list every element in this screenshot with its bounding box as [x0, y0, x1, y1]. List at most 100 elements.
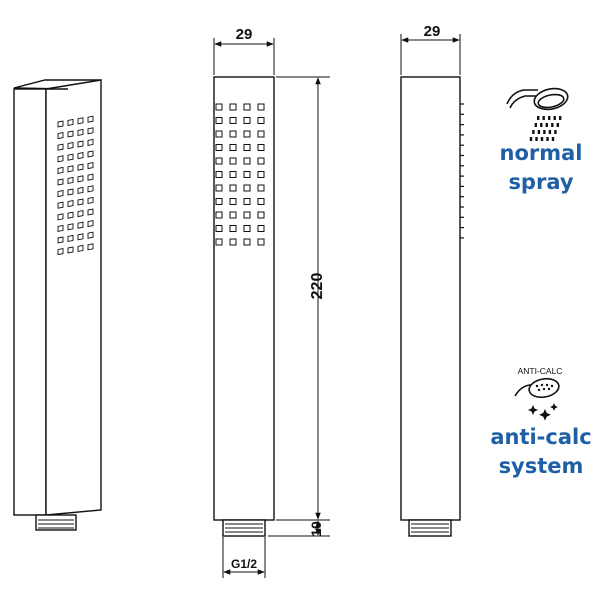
- nozzle: [67, 165, 74, 173]
- spray-drop: [559, 116, 562, 120]
- nozzle: [67, 246, 74, 254]
- nozzle: [257, 103, 265, 111]
- spray-drop: [532, 130, 535, 134]
- nozzle: [67, 234, 74, 242]
- nozzle: [77, 128, 84, 136]
- nozzle: [215, 211, 223, 219]
- spray-drop: [542, 116, 545, 120]
- nozzle: [87, 138, 94, 146]
- spray-drop: [548, 116, 551, 120]
- nozzle: [215, 130, 223, 138]
- nozzle: [57, 236, 64, 244]
- anti-calc-shower-icon: [514, 377, 560, 399]
- spray-drop: [537, 116, 540, 120]
- isometric-view: [13, 79, 102, 531]
- nozzle: [77, 221, 84, 229]
- nozzle: [77, 186, 84, 194]
- nozzle: [67, 211, 74, 219]
- front-nozzle-grid: [215, 103, 265, 246]
- spray-drop: [537, 130, 541, 134]
- nozzle: [229, 238, 237, 246]
- nozzle: [215, 117, 223, 124]
- nozzle: [77, 210, 84, 218]
- nozzle: [215, 144, 223, 151]
- nozzle: [257, 238, 265, 246]
- nozzle: [87, 115, 94, 123]
- nozzle: [77, 117, 84, 125]
- nozzle: [77, 175, 84, 183]
- dimension-length: [268, 76, 330, 537]
- spray-drop: [535, 137, 538, 141]
- nozzle: [57, 248, 64, 256]
- anti-calc-line2: system: [499, 454, 584, 478]
- nozzle: [243, 117, 251, 124]
- nozzle: [215, 157, 223, 165]
- side-view: [400, 76, 461, 537]
- nozzle: [57, 190, 64, 198]
- nozzle: [229, 117, 237, 124]
- nozzle: [87, 196, 94, 204]
- nozzle: [215, 238, 223, 246]
- nozzle: [229, 130, 237, 138]
- nozzle: [67, 130, 74, 138]
- nozzle: [87, 162, 94, 170]
- nozzle: [57, 201, 64, 209]
- spray-drop: [546, 137, 549, 141]
- spray-drop: [534, 123, 537, 127]
- normal-spray-line1: normal: [500, 141, 583, 165]
- front-width-label: 29: [236, 26, 253, 43]
- nozzle: [87, 220, 94, 228]
- nozzle: [257, 157, 265, 165]
- nozzle: [243, 171, 251, 178]
- length-label: 220: [309, 273, 326, 300]
- nozzle: [229, 144, 237, 151]
- spray-drops: [529, 116, 562, 141]
- nozzle: [87, 173, 94, 181]
- shower-head-spray-icon: [506, 87, 569, 111]
- isometric-nozzle-grid: [57, 115, 94, 256]
- nozzle: [243, 130, 251, 138]
- nozzle: [243, 103, 251, 111]
- nozzle: [77, 152, 84, 160]
- nozzle: [229, 171, 237, 178]
- side-width-label: 29: [424, 23, 441, 40]
- spray-drop: [554, 130, 557, 134]
- spray-drop: [548, 130, 552, 134]
- nozzle: [77, 233, 84, 241]
- nozzle: [243, 225, 251, 232]
- nozzle: [87, 150, 94, 158]
- nozzle: [243, 198, 251, 205]
- spray-drop: [529, 137, 533, 141]
- nozzle: [57, 120, 64, 128]
- connector-length-label: 10: [308, 521, 324, 537]
- nozzle: [229, 103, 237, 111]
- nozzle: [243, 211, 251, 219]
- nozzle: [229, 198, 237, 205]
- nozzle: [229, 157, 237, 165]
- dimension-side-width: [400, 34, 461, 75]
- thread-label: G1/2: [231, 557, 257, 571]
- spray-drop: [551, 137, 555, 141]
- nozzle: [257, 117, 265, 124]
- sparkle-icons: [528, 403, 558, 421]
- side-nozzle-row: [460, 103, 464, 239]
- dimension-front-width: [213, 38, 275, 75]
- nozzle: [257, 198, 265, 205]
- nozzle: [57, 178, 64, 186]
- anti-calc-line1: anti-calc: [490, 425, 591, 449]
- nozzle: [57, 143, 64, 151]
- spray-drop: [545, 123, 548, 127]
- nozzle: [257, 130, 265, 138]
- nozzle: [67, 223, 74, 231]
- spray-drop: [556, 123, 559, 127]
- nozzle: [257, 144, 265, 151]
- nozzle: [87, 208, 94, 216]
- spray-drop: [551, 123, 554, 127]
- nozzle: [77, 198, 84, 206]
- nozzle: [87, 185, 94, 193]
- nozzle: [243, 238, 251, 246]
- dimension-thread: [222, 537, 266, 578]
- nozzle: [229, 184, 237, 192]
- nozzle: [257, 184, 265, 192]
